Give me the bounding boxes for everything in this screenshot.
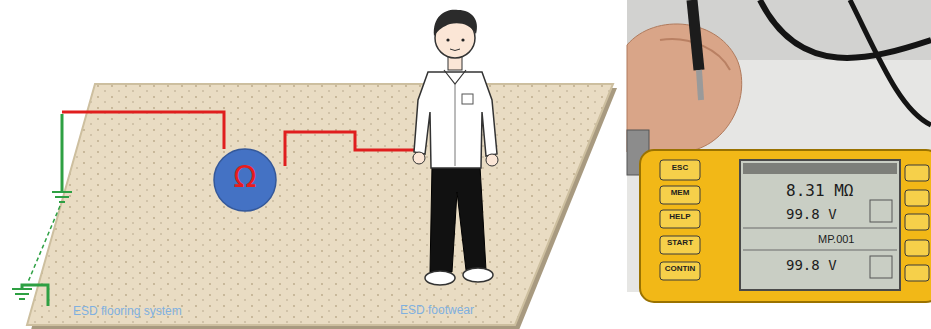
wire <box>285 132 414 166</box>
ground-symbol <box>55 196 69 198</box>
test-cable <box>850 0 931 125</box>
ohmmeter-symbol: Ω <box>213 148 277 212</box>
display-status-bar <box>743 163 897 174</box>
meter-button <box>905 265 929 281</box>
person-neck <box>448 56 462 70</box>
meter-button <box>905 190 929 206</box>
probe-handle <box>692 0 699 70</box>
button-label: HELP <box>660 213 700 222</box>
voltage-reading: 99.8 V <box>786 207 866 222</box>
voltage-setting: 99.8 V <box>786 258 866 273</box>
measurement-point: MP.001 <box>818 233 878 245</box>
shirt-pocket <box>462 94 473 104</box>
meter-circle <box>214 149 276 211</box>
shirt-placket <box>455 84 456 166</box>
floor-surface <box>27 84 613 325</box>
photo-background <box>627 0 931 292</box>
person-eye <box>461 38 464 41</box>
meter-button <box>660 262 700 280</box>
person-hand <box>486 154 498 166</box>
ground-symbol <box>19 298 25 300</box>
display-divider <box>743 250 897 251</box>
person-shirt <box>414 72 497 168</box>
meter-button <box>660 236 700 254</box>
meter-button <box>905 240 929 256</box>
meter-display <box>740 160 900 290</box>
person-mouth <box>450 49 460 51</box>
meter-button <box>905 214 929 230</box>
person-hand <box>413 152 425 164</box>
button-label: MEM <box>660 189 700 198</box>
ground-wire <box>61 114 64 192</box>
person-trousers <box>430 166 486 272</box>
meter-button <box>660 160 700 180</box>
meter-body <box>640 150 931 302</box>
floor-area: ESD flooring system Ω <box>25 83 615 328</box>
node-text: Ω <box>213 160 277 195</box>
person-head <box>435 18 475 58</box>
esd-shoe <box>425 271 455 285</box>
meter-button <box>660 210 700 228</box>
ground-wire <box>22 285 48 306</box>
esd-shoe <box>463 268 493 282</box>
person-hair <box>434 10 477 36</box>
node-outline <box>25 83 615 328</box>
display-icon <box>870 256 892 278</box>
meter-button <box>660 186 700 204</box>
ground-symbol <box>52 191 72 193</box>
button-label: CONTIN <box>660 265 700 274</box>
ground-symbol <box>12 288 32 290</box>
shirt-collar <box>444 70 466 84</box>
button-label: ESC <box>660 164 700 173</box>
display-icon <box>870 200 892 222</box>
ground-link <box>28 206 60 282</box>
node-text: ESD flooring system <box>73 305 273 319</box>
wire <box>62 112 224 149</box>
footwear-label: ESD footwear <box>400 304 520 317</box>
test-cable <box>760 0 931 58</box>
button-label: START <box>660 239 700 248</box>
ground-symbol <box>15 293 29 295</box>
person-eye <box>446 38 449 41</box>
resistance-reading: 8.31 MΩ <box>786 182 876 200</box>
probe-tip <box>699 70 701 100</box>
meter-button <box>905 165 929 181</box>
ground-symbol <box>59 201 65 203</box>
display-divider <box>743 228 897 229</box>
